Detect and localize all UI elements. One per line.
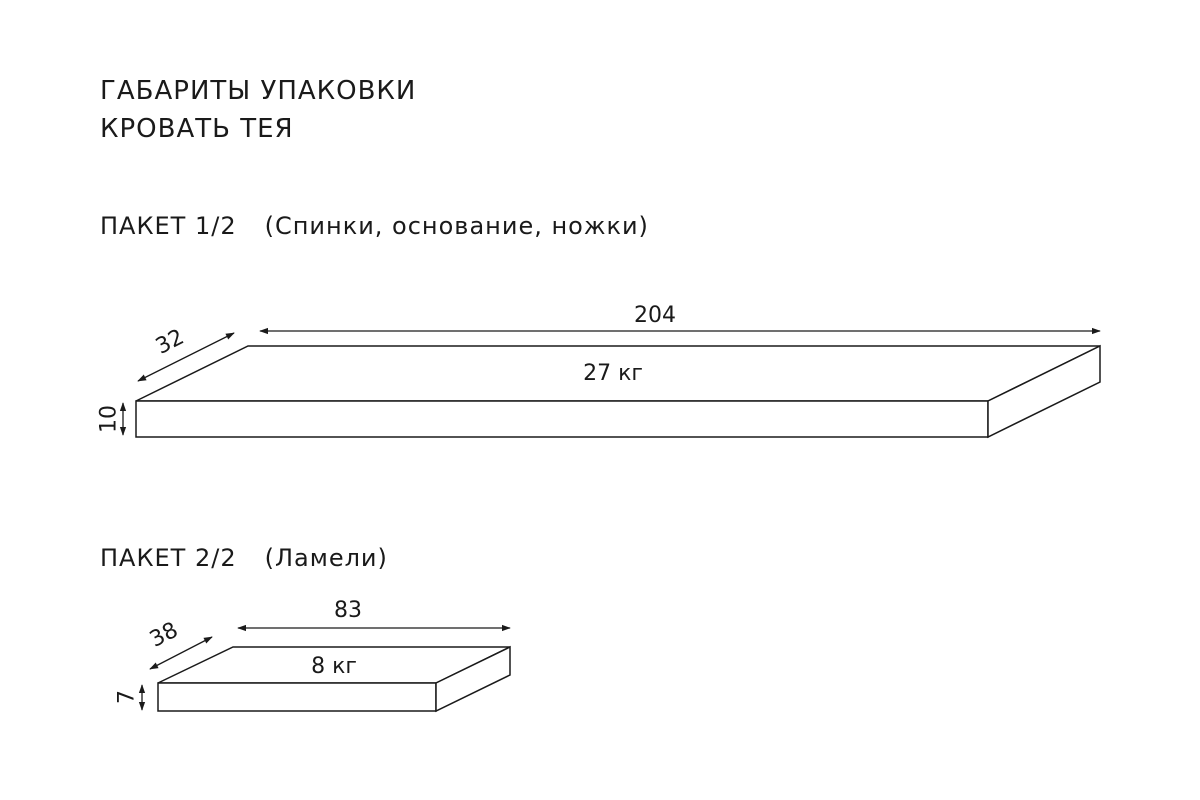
package-1-weight-label: 27 кг [583, 361, 643, 386]
package-1-heading: ПАКЕТ 1/2 (Спинки, основание, ножки) [100, 212, 649, 240]
package-2-heading: ПАКЕТ 2/2 (Ламели) [100, 544, 388, 572]
package-1-label: ПАКЕТ 1/2 [100, 212, 237, 240]
package-2-weight-label: 8 кг [311, 654, 357, 679]
package-2-depth-dimension [149, 636, 213, 670]
package-1-height-label: 10 [97, 405, 122, 433]
package-2-height-label: 7 [115, 690, 140, 704]
package-1-depth-label: 32 [152, 325, 188, 360]
package-1-depth-dimension [137, 332, 235, 382]
package-2-depth-label: 38 [146, 618, 182, 653]
package-1-side-face [987, 344, 1101, 439]
package-1-box [135, 344, 1101, 439]
package-2-note: (Ламели) [264, 544, 388, 572]
title-line-2: КРОВАТЬ ТЕЯ [100, 114, 294, 144]
package-1-front-face [135, 400, 989, 438]
package-2-front-face [157, 682, 437, 712]
package-1-note: (Спинки, основание, ножки) [264, 212, 649, 240]
package-2-box [157, 645, 511, 713]
package-2-side-face [435, 645, 511, 713]
package-1-length-label: 204 [634, 303, 676, 328]
package-2-length-label: 83 [334, 598, 362, 623]
package-2-label: ПАКЕТ 2/2 [100, 544, 237, 572]
title-line-1: ГАБАРИТЫ УПАКОВКИ [100, 76, 417, 106]
